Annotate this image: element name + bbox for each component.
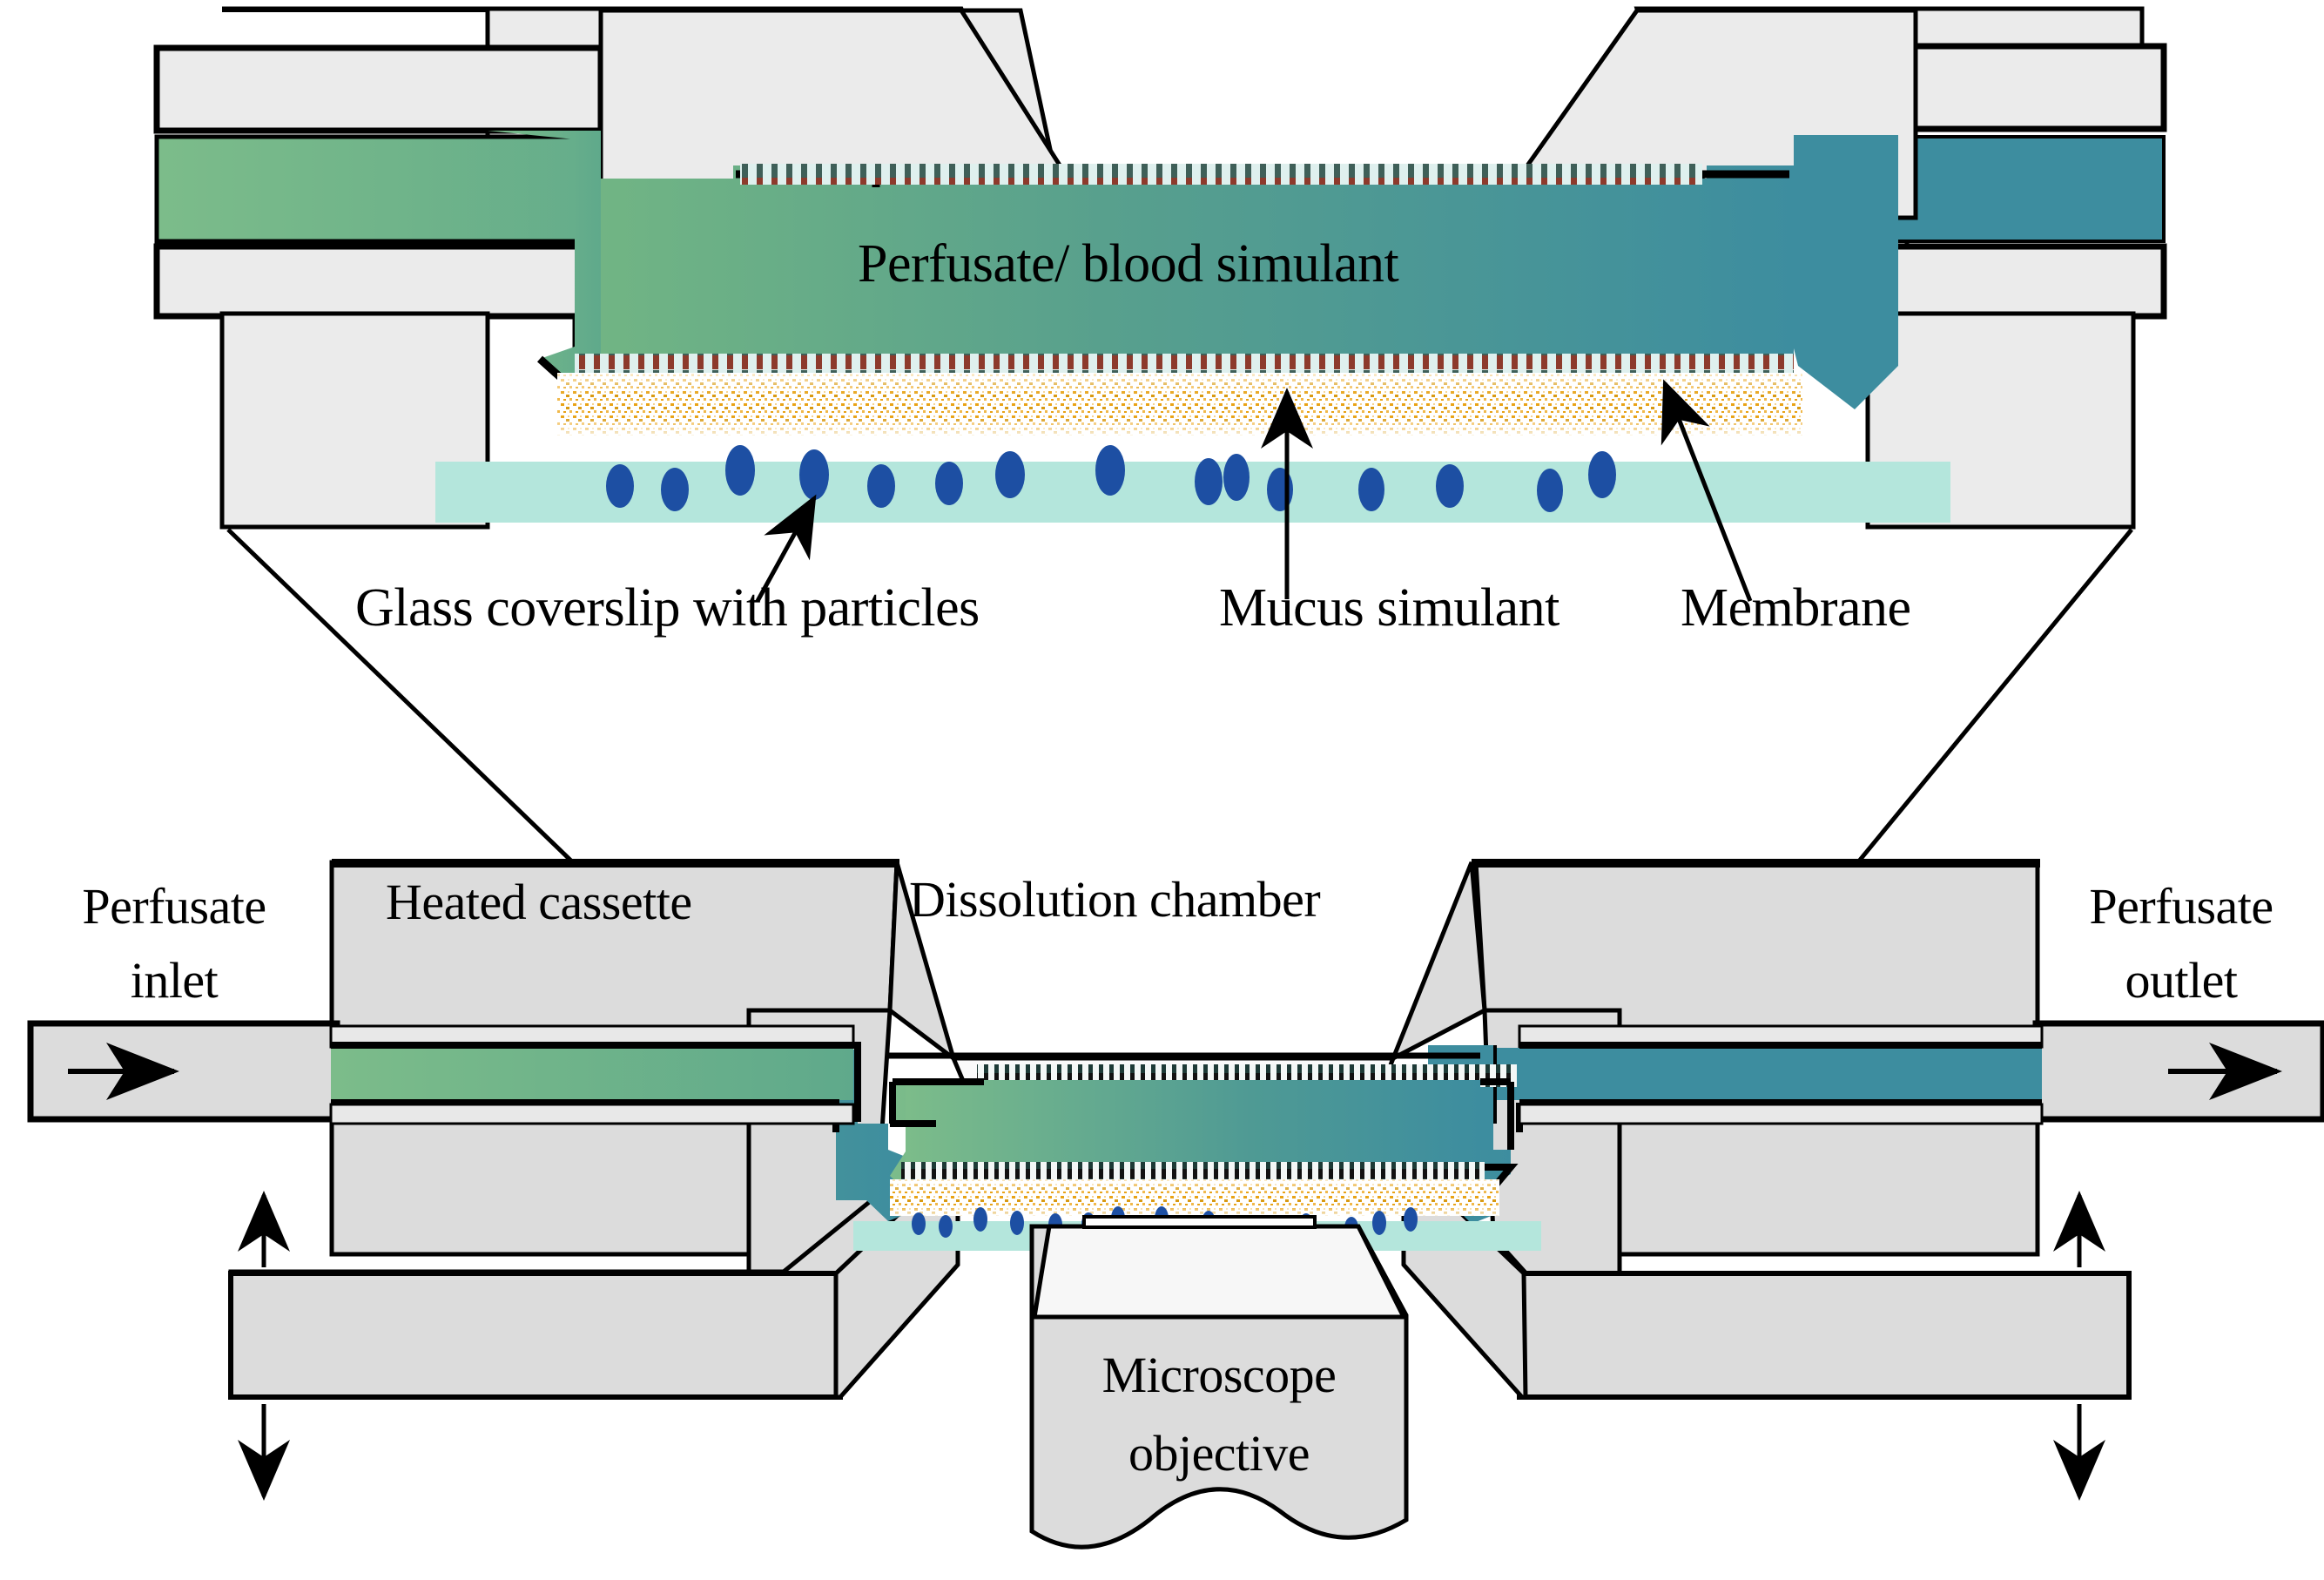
label-dissolution-chamber: Dissolution chamber <box>909 871 1321 928</box>
dissolution-chamber-left-wall <box>887 861 958 1064</box>
leader-membrane <box>1660 379 1753 602</box>
label-mucus-simulant: Mucus simulant <box>1219 578 1559 638</box>
label-microscope-objective-line1: Microscope <box>1101 1347 1337 1403</box>
mucus-simulant-band <box>557 373 1802 436</box>
top-left-pillar-body <box>219 311 490 530</box>
microscope-objective-lens-top <box>1082 1215 1317 1229</box>
bottom-mucus-band <box>890 1179 1499 1216</box>
stage-base-left <box>228 1271 843 1400</box>
top-right-bar-lower <box>1882 243 2167 320</box>
stage-base-right <box>1517 1271 2132 1400</box>
bottom-left-channel-edge-top <box>331 1042 861 1122</box>
label-glass-coverslip: Glass coverslip with particles <box>355 578 980 638</box>
particles-top-group <box>606 445 1616 512</box>
label-perfusate-inlet-line2: inlet <box>130 952 219 1009</box>
leader-glass-coverslip <box>755 494 817 603</box>
label-perfusate-blood-simulant: Perfusate/ blood simulant <box>858 234 1399 294</box>
bottom-assembly-view <box>27 859 2324 1550</box>
label-membrane: Membrane <box>1681 578 1911 638</box>
bottom-chamber-edge-b <box>1480 1078 1514 1150</box>
dissolution-chamber-right-wall <box>1389 861 1487 1063</box>
label-perfusate-outlet-line2: outlet <box>2125 952 2238 1009</box>
label-heated-cassette: Heated cassette <box>386 874 692 930</box>
perfusate-main-body <box>540 165 1794 409</box>
membrane-top-line <box>740 164 1702 185</box>
microscope-objective-lens-cone <box>1032 1224 1408 1320</box>
bottom-chamber-perfusate-core <box>906 1080 1480 1171</box>
top-magnified-view <box>153 6 2167 603</box>
label-microscope-objective-line2: objective <box>1128 1425 1310 1482</box>
heated-cassette-left-top-edge <box>332 859 899 868</box>
perfusate-right-neck <box>1794 135 1898 409</box>
heated-cassette-right-top-edge <box>1472 859 2040 868</box>
bottom-right-channel-gray-bot <box>1518 1103 2044 1125</box>
bottom-chamber-edge-a <box>889 1078 984 1127</box>
bottom-left-channel-gray-bot <box>329 1103 855 1125</box>
stage-motion-arrows <box>238 1191 2105 1501</box>
label-perfusate-inlet-line1: Perfusate <box>82 878 266 935</box>
top-right-bar-upper <box>1882 43 2167 132</box>
top-left-bar-lower <box>153 243 604 320</box>
top-left-bar-upper <box>153 44 604 134</box>
bottom-left-perfusate-band <box>331 1048 853 1100</box>
bottom-right-perfusate-band <box>1493 1048 2042 1100</box>
label-perfusate-outlet-line1: Perfusate <box>2089 878 2273 935</box>
